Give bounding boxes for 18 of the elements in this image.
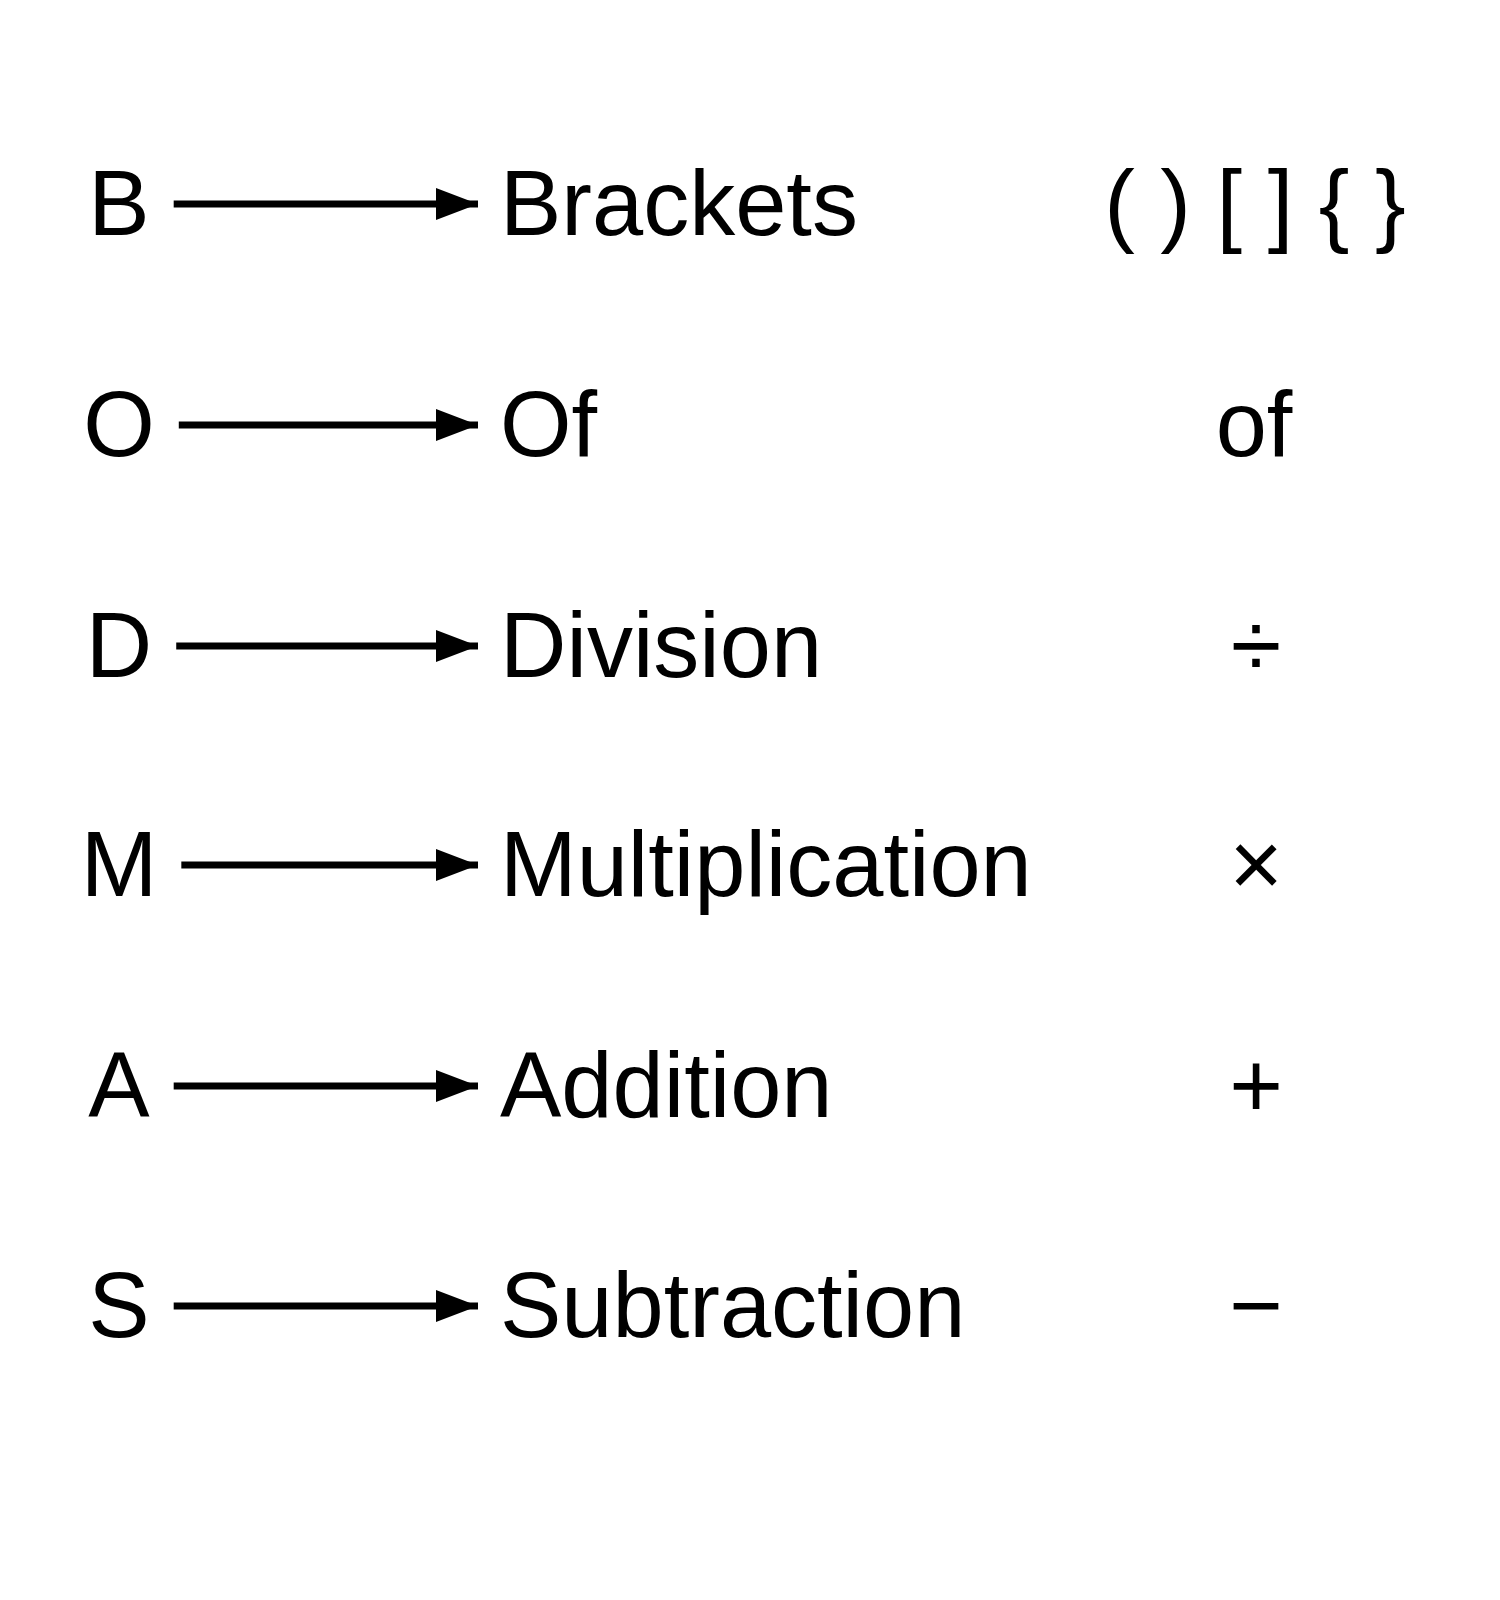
acronym-letter: A	[88, 1026, 150, 1146]
acronym-letter: S	[88, 1246, 150, 1366]
bracket-symbols: ( ) [ ] { }	[1104, 151, 1406, 257]
operation-name: Multiplication	[500, 805, 1032, 925]
operator-word: of	[1215, 372, 1293, 478]
operation-name: Brackets	[500, 144, 858, 264]
acronym-letter: B	[88, 144, 150, 264]
operation-name: Subtraction	[500, 1246, 966, 1366]
operator-symbol: ÷	[1230, 593, 1282, 699]
acronym-letter: D	[85, 586, 153, 706]
operation-name: Addition	[500, 1026, 833, 1146]
operator-symbol: +	[1229, 1033, 1283, 1139]
operation-name: Of	[500, 365, 598, 485]
acronym-letter: O	[83, 365, 155, 485]
operation-name: Division	[500, 586, 823, 706]
operator-symbol: −	[1229, 1253, 1283, 1359]
operator-symbol: ×	[1229, 812, 1283, 918]
acronym-letter: M	[80, 805, 158, 925]
